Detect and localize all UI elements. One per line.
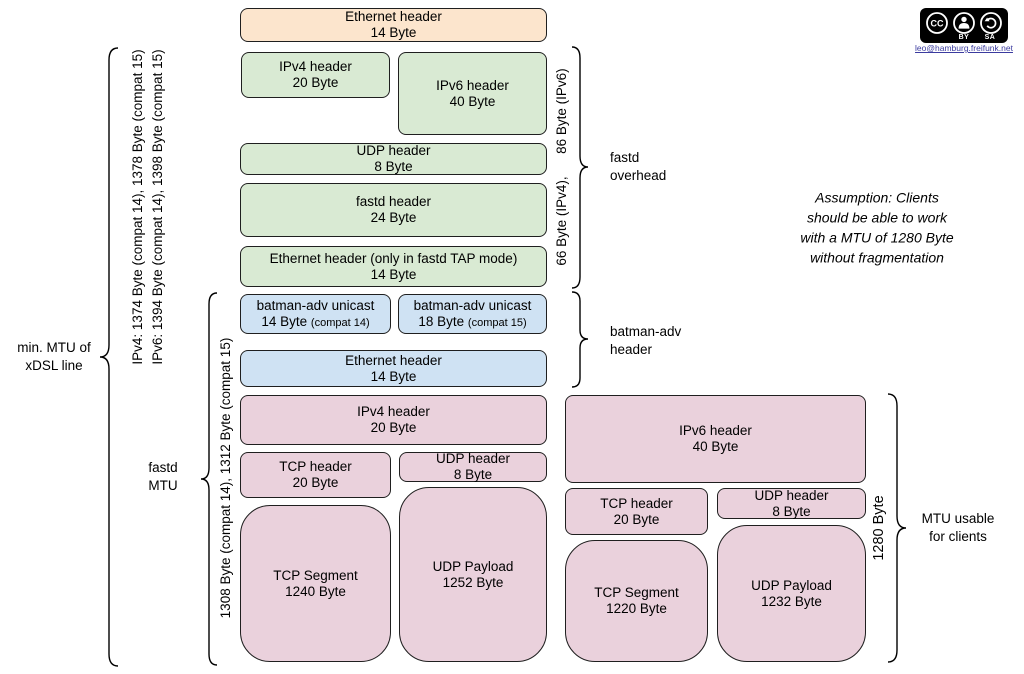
license-email-link[interactable]: leo@hamburg.freifunk.net (915, 43, 1013, 53)
box-label: UDP header (754, 487, 829, 503)
fastd-overhead-brace (572, 46, 588, 289)
box-ipv6-header-fastd: IPv6 header 40 Byte (398, 52, 547, 135)
box-ethernet-header-outer: Ethernet header 14 Byte (240, 8, 547, 42)
box-ipv6-header-client: IPv6 header 40 Byte (565, 395, 866, 483)
mtu-clients-label: MTU usable for clients (921, 510, 995, 544)
box-label: IPv6 header (679, 423, 752, 439)
fastd-mtu-label: fastd MTU (148, 459, 178, 493)
box-value: 40 Byte (692, 439, 739, 454)
min-mtu-brace (100, 47, 118, 667)
box-label: UDP header (356, 143, 431, 159)
cc-license-badge: CC BY SA (920, 8, 1008, 43)
box-tcp-segment-ipv4: TCP Segment 1240 Byte (240, 505, 391, 662)
box-label: UDP Payload (432, 558, 514, 574)
share-alike-icon (980, 12, 1002, 34)
box-label: Ethernet header (345, 352, 442, 368)
cc-badge-icons: CC (925, 11, 1003, 35)
box-value-note: (compat 15) (467, 316, 527, 329)
min-mtu-label: min. MTU of xDSL line (17, 339, 91, 373)
box-value: 8 Byte (453, 467, 493, 482)
box-label: IPv4 header (357, 404, 430, 420)
box-label: batman-adv unicast (256, 298, 375, 314)
box-label: TCP Segment (273, 567, 358, 583)
box-value-main: 18 Byte (418, 313, 465, 329)
box-value: 1240 Byte (285, 583, 346, 599)
box-ipv4-header-fastd: IPv4 header 20 Byte (241, 52, 390, 98)
fastd-overhead-label: fastd overhead (610, 149, 667, 183)
box-label: Ethernet header (only in fastd TAP mode) (269, 250, 518, 266)
box-batman-unicast-compat14: batman-adv unicast 14 Byte (compat 14) (240, 294, 391, 334)
box-ipv4-header-client: IPv4 header 20 Byte (240, 395, 547, 445)
box-value: 8 Byte (374, 159, 413, 174)
box-value: 20 Byte (370, 420, 417, 435)
box-tcp-segment-ipv6: TCP Segment 1220 Byte (565, 540, 708, 662)
box-value: 8 Byte (772, 503, 811, 519)
batman-header-brace (572, 291, 588, 388)
box-value: 20 Byte (292, 475, 339, 490)
svg-text:CC: CC (931, 19, 944, 29)
box-value: 14 Byte (370, 266, 417, 282)
box-batman-unicast-compat15: batman-adv unicast 18 Byte (compat 15) (398, 294, 547, 334)
box-value: 14 Byte (370, 368, 417, 384)
assumption-note: Assumption: Clients should be able to wo… (800, 189, 954, 265)
box-label: Ethernet header (345, 9, 442, 25)
box-value: 14 Byte (370, 25, 417, 40)
box-udp-header-ipv6: UDP header 8 Byte (717, 488, 866, 519)
box-ethernet-header-batman: Ethernet header 14 Byte (240, 350, 547, 387)
cc-icon: CC (926, 12, 948, 34)
box-value: 1252 Byte (442, 574, 504, 590)
box-value: 24 Byte (370, 210, 417, 225)
by-label: BY (958, 34, 970, 41)
box-ethernet-header-tap: Ethernet header (only in fastd TAP mode)… (240, 246, 547, 287)
box-label: UDP header (435, 451, 511, 467)
attribution-person-icon (953, 12, 975, 34)
box-label: IPv6 header (436, 77, 509, 93)
box-value: 20 Byte (613, 511, 660, 527)
box-label: TCP header (600, 495, 673, 511)
mtu-values-label: IPv4: 1374 Byte (compat 14), 1378 Byte (… (129, 49, 165, 365)
box-udp-payload-ipv6: UDP Payload 1232 Byte (717, 525, 866, 662)
box-udp-header-ipv4: UDP header 8 Byte (399, 451, 547, 482)
box-value-main: 14 Byte (261, 313, 308, 329)
box-value: 1220 Byte (606, 601, 667, 616)
sa-label: SA (984, 34, 996, 41)
box-value: 20 Byte (292, 75, 339, 90)
box-value: 14 Byte (compat 14) (261, 314, 369, 330)
cc-sub-spacer (925, 34, 951, 41)
fastd-mtu-brace (201, 292, 217, 666)
box-label: UDP Payload (751, 577, 832, 593)
batman-header-label: batman-adv header (610, 323, 682, 357)
fastd-mtu-values-label: 1308 Byte (compat 14), 1312 Byte (compat… (217, 337, 233, 619)
box-value: 40 Byte (449, 93, 496, 109)
clients-value-label: 1280 Byte (871, 495, 888, 561)
box-label: IPv4 header (279, 59, 352, 75)
box-label: fastd header (355, 194, 432, 210)
box-value: 1232 Byte (761, 593, 822, 609)
fastd-overhead-values-label: 66 Byte (IPv4), 86 Byte (IPv6) (553, 68, 569, 266)
cc-badge-sublabels: BY SA (925, 34, 1003, 41)
box-fastd-header: fastd header 24 Byte (240, 183, 547, 237)
box-label: TCP header (279, 459, 352, 475)
box-udp-header-fastd: UDP header 8 Byte (240, 143, 547, 175)
box-label: batman-adv unicast (413, 298, 532, 314)
box-udp-payload-ipv4: UDP Payload 1252 Byte (399, 487, 547, 662)
mtu-clients-brace (888, 393, 906, 663)
box-label: TCP Segment (594, 585, 679, 601)
box-tcp-header-ipv6: TCP header 20 Byte (565, 488, 708, 535)
box-tcp-header-ipv4: TCP header 20 Byte (240, 452, 391, 498)
box-value: 18 Byte (compat 15) (418, 314, 526, 330)
box-value-note: (compat 14) (310, 316, 370, 329)
